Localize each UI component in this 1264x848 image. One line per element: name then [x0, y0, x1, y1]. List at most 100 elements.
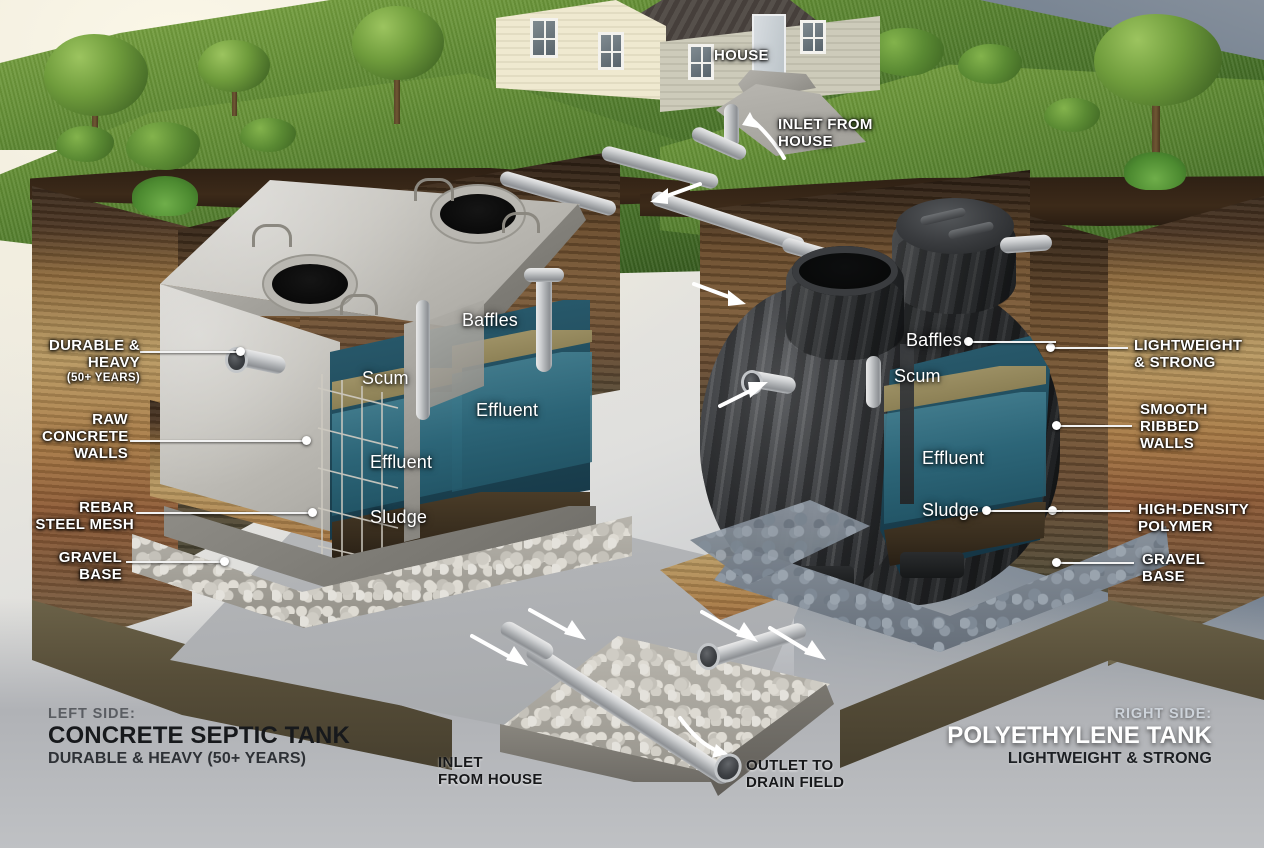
concrete-lift-hook-4: [502, 212, 540, 233]
poly-riser-opening-front: [792, 246, 898, 296]
shrub-left-2: [240, 118, 296, 152]
leader-gravel-base-left: [126, 561, 224, 563]
flow-arrow-drainfield-curve: [678, 716, 728, 758]
flow-arrow-drainfield-in-1: [470, 634, 528, 666]
leader-sludge-right: [986, 510, 1062, 512]
soil-cut-face-right-outer: [1108, 196, 1264, 666]
callout-smooth-line3: WALLS: [1140, 434, 1194, 452]
callout-gravel-base-left: GRAVEL BASE: [46, 549, 122, 584]
house-gable-wall: [496, 0, 666, 100]
leader-dot-gravel-base-right: [1052, 558, 1061, 567]
leader-lightweight: [1050, 347, 1128, 349]
poly-baffle-wall: [900, 344, 914, 504]
house-window-far-right: [800, 20, 826, 54]
caption-right-subtitle: LIGHTWEIGHT & STRONG: [1007, 750, 1212, 767]
callout-polymer-line1: HIGH-DENSITY: [1138, 501, 1250, 518]
fern-right: [1124, 152, 1186, 190]
drain-field-outlet-label: OUTLET TO DRAIN FIELD: [746, 757, 845, 792]
label-effluent-right: Effluent: [922, 448, 985, 468]
leader-dot-durable-heavy: [236, 347, 245, 356]
inlet-from-house-top-line2: HOUSE: [778, 132, 833, 150]
poly-internal-standpipe: [866, 356, 881, 408]
concrete-access-port-left: [272, 264, 348, 304]
tree-canopy-right: [1094, 14, 1222, 106]
callout-smooth-line1: SMOOTH: [1140, 401, 1208, 418]
callout-gravel-right-line1: GRAVEL: [1142, 551, 1206, 568]
leader-smooth-ribbed: [1056, 425, 1132, 427]
callout-gravel-left-line2: BASE: [79, 565, 122, 583]
leader-dot-baffles-right: [964, 337, 973, 346]
callout-gravel-base-right: GRAVEL BASE: [1142, 551, 1232, 586]
callout-rebar-line2: STEEL MESH: [35, 515, 134, 533]
leader-rebar: [136, 512, 312, 514]
drain-field-inlet-line2: FROM HOUSE: [438, 770, 543, 788]
leader-dot-rebar: [308, 508, 317, 517]
callout-gravel-right-line2: BASE: [1142, 567, 1185, 585]
inlet-pipe-vertical-drop: [724, 104, 739, 148]
tree-trunk-right: [1152, 84, 1160, 156]
callout-lightweight-line1: LIGHTWEIGHT: [1134, 337, 1243, 354]
callout-smooth-ribbed-walls: SMOOTH RIBBED WALLS: [1140, 401, 1246, 453]
tree-trunk-left-3: [232, 72, 237, 116]
tree-canopy-left-2: [352, 6, 444, 80]
drain-field-inlet-line1: INLET: [438, 754, 483, 771]
caption-left: LEFT SIDE: CONCRETE SEPTIC TANK DURABLE …: [48, 706, 350, 768]
callout-rebar-line1: REBAR: [79, 499, 134, 516]
leader-dot-smooth-ribbed: [1052, 421, 1061, 430]
shrub-left-3: [56, 126, 114, 162]
leader-dot-raw-concrete: [302, 436, 311, 445]
house-window-left: [530, 18, 558, 58]
inlet-from-house-top-line1: INLET FROM: [778, 116, 873, 133]
label-sludge-right: Sludge: [922, 500, 980, 520]
callout-smooth-line2: RIBBED: [1140, 417, 1200, 435]
tree-trunk-left: [92, 96, 98, 154]
caption-left-title: CONCRETE SEPTIC TANK: [48, 722, 350, 749]
leader-dot-sludge-right: [982, 506, 991, 515]
inlet-from-house-top-label: INLET FROM HOUSE: [778, 116, 873, 151]
poly-riser-lid-rear: [896, 198, 1014, 254]
flow-arrow-drainfield-in-2: [528, 608, 586, 640]
callout-raw-concrete-walls: RAW CONCRETE WALLS: [42, 411, 129, 463]
concrete-outlet-tee-pipe: [536, 268, 552, 372]
callout-lightweight-line2: & STRONG: [1134, 353, 1216, 371]
fern-left: [132, 176, 198, 216]
drain-field-inlet-label: INLET FROM HOUSE: [438, 754, 543, 789]
flow-arrow-poly-inlet-stub: [718, 382, 768, 408]
flow-arrow-to-concrete: [650, 182, 702, 204]
tree-trunk-left-2: [394, 58, 400, 124]
leader-durable-heavy: [140, 351, 240, 353]
concrete-lift-hook-2: [340, 294, 378, 315]
drain-field-outlet-line1: OUTLET TO: [746, 757, 834, 774]
leader-gravel-base-right: [1056, 562, 1134, 564]
callout-durable-heavy-line1: DURABLE &: [48, 337, 140, 354]
flow-arrow-inlet-curved: [742, 112, 786, 160]
concrete-inlet-tee-pipe: [416, 300, 430, 420]
callout-raw-concrete-line2: CONCRETE: [42, 427, 129, 445]
concrete-outlet-tee-cross: [524, 268, 564, 282]
concrete-lift-hook-1: [252, 224, 292, 247]
caption-right-kicker: RIGHT SIDE:: [1114, 706, 1212, 722]
shrub-left-1: [126, 122, 200, 170]
caption-left-subtitle: DURABLE & HEAVY (50+ YEARS): [48, 750, 307, 767]
label-effluent-left-lower: Effluent: [370, 452, 433, 472]
callout-durable-heavy-line2: HEAVY: [87, 353, 140, 371]
caption-left-kicker: LEFT SIDE:: [48, 706, 136, 722]
callout-durable-heavy-sub: (50+ YEARS): [66, 371, 140, 384]
caption-right-title: POLYETHYLENE TANK: [947, 722, 1212, 749]
callout-polymer-line2: POLYMER: [1138, 517, 1213, 535]
leader-raw-concrete: [130, 440, 306, 442]
house-window-right: [688, 44, 714, 80]
drain-field-outlet-line2: DRAIN FIELD: [746, 773, 845, 791]
shrub-right-2: [958, 44, 1022, 84]
label-baffles-left: Baffles: [462, 310, 518, 330]
callout-raw-concrete-line3: WALLS: [74, 444, 128, 462]
house-label: HOUSE: [714, 47, 769, 64]
callout-rebar-steel-mesh: REBAR STEEL MESH: [28, 499, 134, 534]
callout-durable-heavy: DURABLE & HEAVY (50+ YEARS): [48, 337, 140, 385]
poly-tank-foot-right: [900, 552, 964, 578]
tree-canopy-left: [44, 34, 148, 116]
label-scum-right: Scum: [894, 366, 941, 386]
leader-high-density: [1052, 510, 1130, 512]
leader-dot-lightweight: [1046, 343, 1055, 352]
